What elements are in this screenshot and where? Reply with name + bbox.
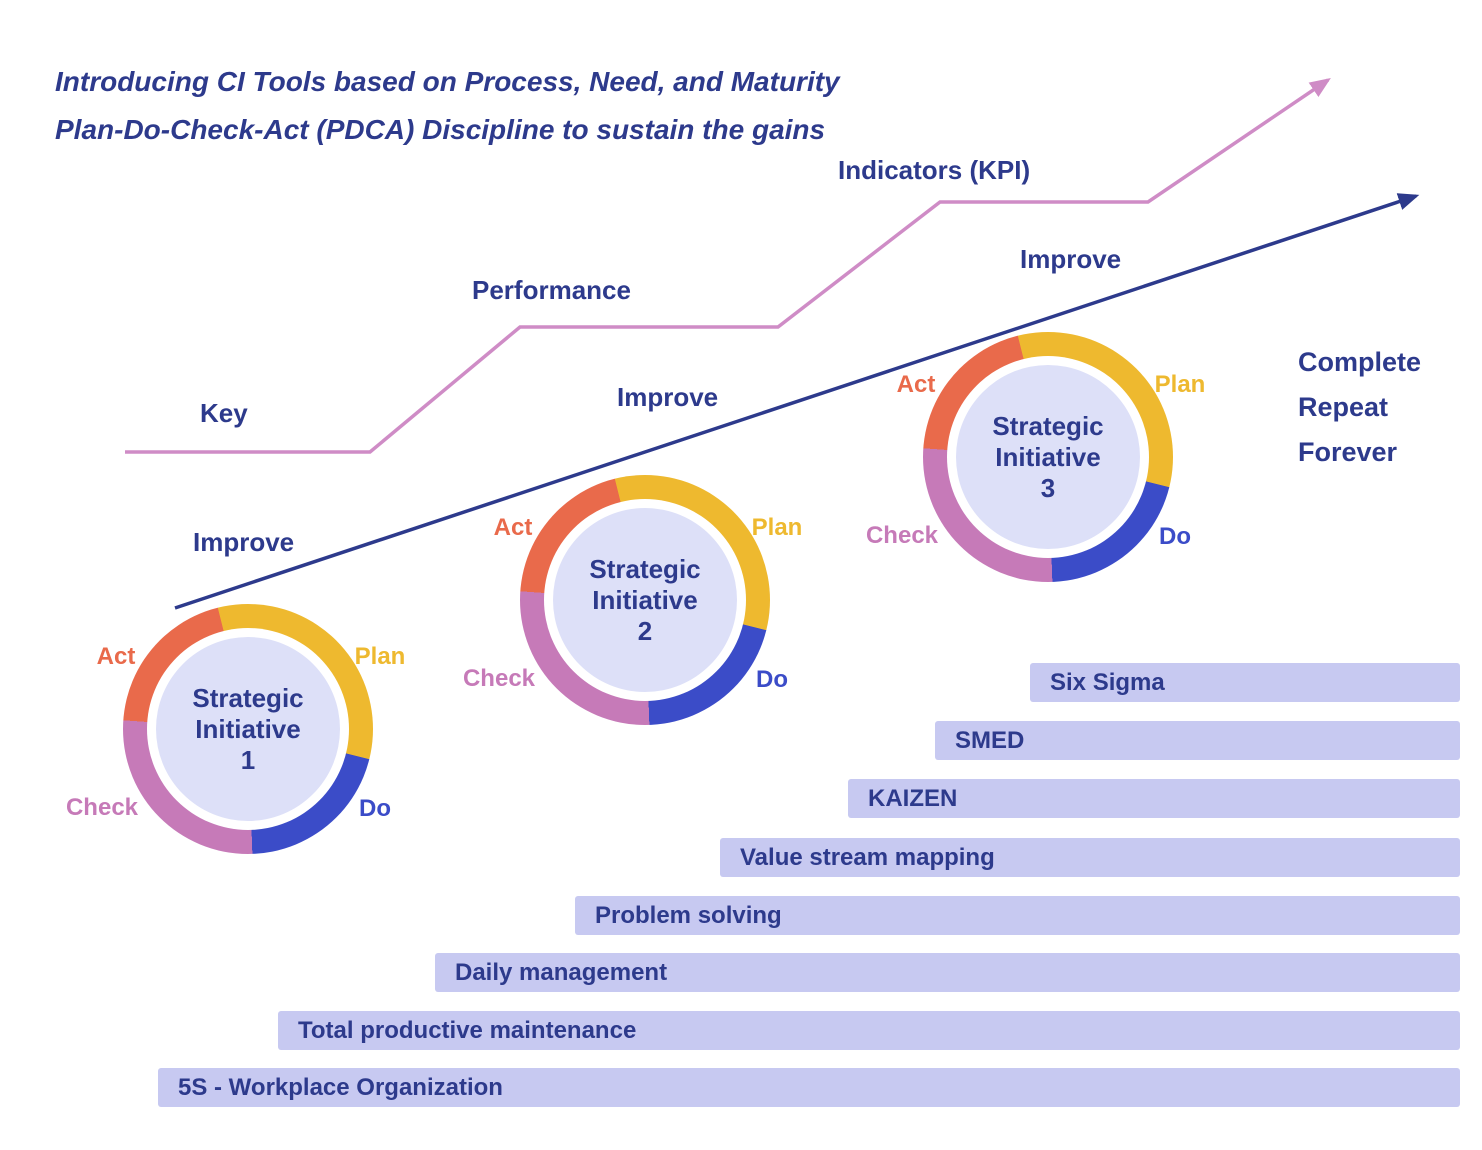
initiative-line-2: Initiative [995, 441, 1101, 472]
kpi-label-performance: Performance [472, 275, 631, 305]
pdca-ring-gap: Strategic Initiative 2 [544, 499, 746, 701]
strategic-initiative-text: Strategic Initiative 3 [992, 411, 1103, 504]
tool-bar-label: Value stream mapping [740, 843, 995, 871]
tool-bar-total-productive-maintenance: Total productive maintenance [278, 1011, 1460, 1050]
tool-bar-kaizen: KAIZEN [848, 779, 1460, 818]
pdca-ring-gap: Strategic Initiative 3 [947, 356, 1149, 558]
initiative-line-2: Initiative [195, 713, 301, 744]
page-title: Introducing CI Tools based on Process, N… [55, 58, 840, 154]
improve-label-2: Improve [617, 382, 719, 412]
pdca-inner-circle: Strategic Initiative 2 [553, 508, 737, 692]
completion-note: Complete Repeat Forever [1298, 340, 1421, 475]
tool-bar-label: Six Sigma [1050, 668, 1165, 696]
initiative-line-1: Strategic [192, 682, 304, 713]
strategic-initiative-text: Strategic Initiative 1 [192, 683, 303, 776]
kpi-label-key: Key [200, 398, 248, 428]
check-label: Check [865, 522, 939, 549]
pdca-cycle-3: Strategic Initiative 3 Act Plan Check Do [866, 302, 1218, 612]
tool-bar-label: Total productive maintenance [298, 1016, 637, 1044]
pdca-inner-circle: Strategic Initiative 3 [956, 365, 1140, 549]
plan-label: Plan [1154, 371, 1206, 398]
improve-label-3: Improve [1020, 244, 1122, 274]
plan-label: Plan [751, 514, 803, 541]
tool-bar-label: SMED [955, 726, 1025, 754]
pdca-cycle-1: Strategic Initiative 1 Act Plan Check Do [66, 574, 418, 884]
note-line-repeat: Repeat [1298, 392, 1389, 422]
tool-bar-label: 5S - Workplace Organization [178, 1073, 503, 1101]
initiative-line-1: Strategic [589, 553, 701, 584]
initiative-line-1: Strategic [992, 410, 1104, 441]
do-label: Do [1159, 523, 1191, 550]
act-label: Act [493, 514, 533, 541]
pdca-cycle-2: Strategic Initiative 2 Act Plan Check Do [463, 445, 815, 755]
do-label: Do [756, 666, 788, 693]
tool-bar-label: Daily management [455, 958, 668, 986]
plan-label: Plan [354, 643, 406, 670]
initiative-number: 2 [637, 615, 653, 646]
tool-bar-problem-solving: Problem solving [575, 896, 1460, 935]
kpi-step-arrow [125, 78, 1331, 454]
tool-bar-label: Problem solving [595, 901, 782, 929]
initiative-number: 1 [240, 744, 256, 775]
pdca-ring-gap: Strategic Initiative 1 [147, 628, 349, 830]
title-line-1: Introducing CI Tools based on Process, N… [55, 66, 840, 97]
pdca-ring-1: Strategic Initiative 1 [123, 604, 373, 854]
pdca-ring-3: Strategic Initiative 3 [923, 332, 1173, 582]
improve-label-1: Improve [193, 527, 295, 557]
tool-bar-value-stream-mapping: Value stream mapping [720, 838, 1460, 877]
check-label: Check [462, 665, 536, 692]
act-label: Act [896, 371, 936, 398]
check-label: Check [65, 794, 139, 821]
note-line-complete: Complete [1298, 347, 1422, 377]
pdca-ring-2: Strategic Initiative 2 [520, 475, 770, 725]
pdca-inner-circle: Strategic Initiative 1 [156, 637, 340, 821]
tool-bar-5s-workplace-organization: 5S - Workplace Organization [158, 1068, 1460, 1107]
tool-bar-smed: SMED [935, 721, 1460, 760]
do-label: Do [359, 795, 391, 822]
note-line-forever: Forever [1298, 437, 1398, 467]
tool-bar-six-sigma: Six Sigma [1030, 663, 1460, 702]
initiative-line-2: Initiative [592, 584, 698, 615]
tool-bar-label: KAIZEN [868, 784, 958, 812]
improve-arrow [174, 193, 1420, 610]
act-label: Act [96, 643, 136, 670]
initiative-number: 3 [1040, 472, 1056, 503]
tool-bar-daily-management: Daily management [435, 953, 1460, 992]
title-line-2: Plan-Do-Check-Act (PDCA) Discipline to s… [55, 114, 826, 145]
strategic-initiative-text: Strategic Initiative 2 [589, 554, 700, 647]
kpi-label-indicators: Indicators (KPI) [838, 155, 1031, 185]
